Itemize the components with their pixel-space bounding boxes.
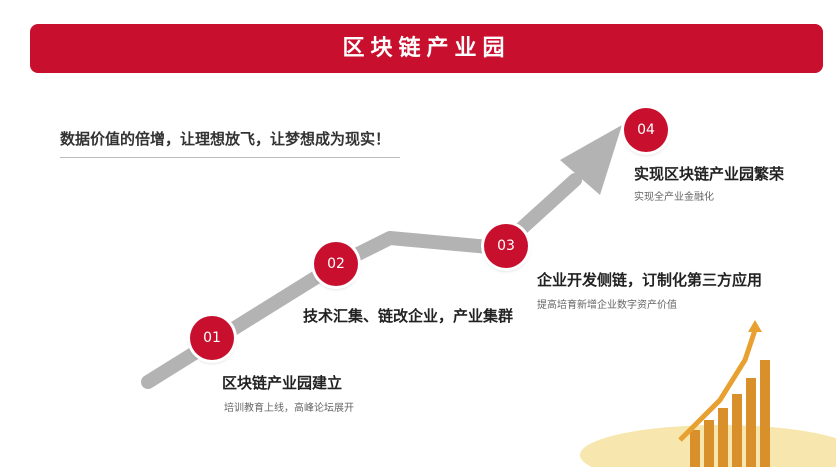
step-03-marker: 03 — [484, 224, 528, 268]
step-01-marker: 01 — [190, 316, 234, 360]
step-04-subtitle: 实现全产业金融化 — [634, 192, 714, 203]
step-02-marker: 02 — [314, 242, 358, 286]
divider — [60, 157, 400, 158]
step-03-subtitle: 提高培育新增企业数字资产价值 — [537, 300, 677, 311]
step-02-title: 技术汇集、链改企业，产业集群 — [303, 307, 514, 325]
step-04-marker: 04 — [624, 108, 668, 152]
step-01-subtitle: 培训教育上线，高峰论坛展开 — [224, 403, 354, 414]
banner-title: 区块链产业园 — [30, 24, 823, 73]
step-03-title: 企业开发侧链，订制化第三方应用 — [537, 271, 763, 289]
step-04-title: 实现区块链产业园繁荣 — [634, 165, 785, 183]
slogan: 数据价值的倍增，让理想放飞，让梦想成为现实！ — [60, 130, 391, 148]
growth-chart-image — [570, 320, 836, 471]
step-01-title: 区块链产业园建立 — [222, 374, 343, 392]
